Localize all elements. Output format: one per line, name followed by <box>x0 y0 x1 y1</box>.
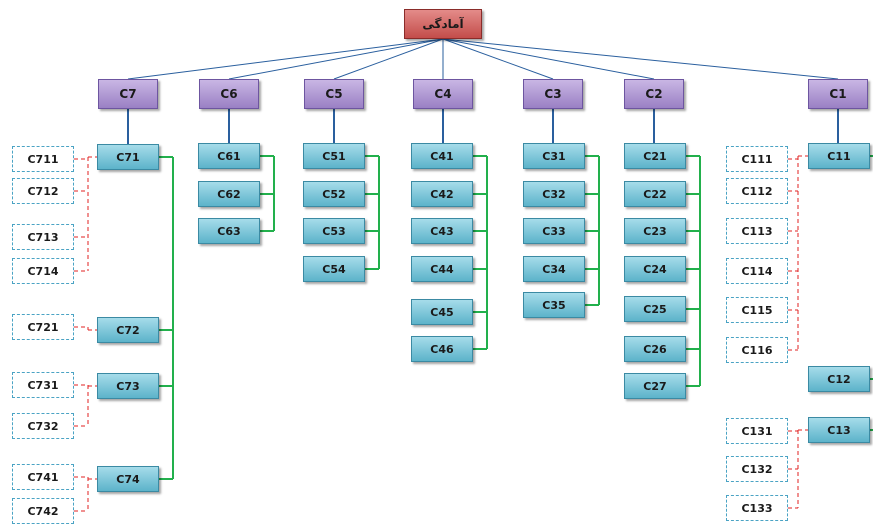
subcriterion-c26: C26 <box>624 336 686 362</box>
connector-line <box>442 38 655 80</box>
subcriterion-c72: C72 <box>97 317 159 343</box>
subcriterion-c63: C63 <box>198 218 260 244</box>
subcriterion-c62: C62 <box>198 181 260 207</box>
subcriterion-c41: C41 <box>411 143 473 169</box>
subcriterion-c73: C73 <box>97 373 159 399</box>
subcriterion-c11: C11 <box>808 143 870 169</box>
category-c1: C1 <box>808 79 868 109</box>
indicator-c731: C731 <box>12 372 74 398</box>
subcriterion-c54: C54 <box>303 256 365 282</box>
subcriterion-c46: C46 <box>411 336 473 362</box>
subcriterion-c25: C25 <box>624 296 686 322</box>
indicator-c132: C132 <box>726 456 788 482</box>
subcriterion-c23: C23 <box>624 218 686 244</box>
indicator-c112: C112 <box>726 178 788 204</box>
category-c6: C6 <box>199 79 259 109</box>
subcriterion-c33: C33 <box>523 218 585 244</box>
connector-line <box>228 38 444 80</box>
subcriterion-c44: C44 <box>411 256 473 282</box>
subcriterion-c71: C71 <box>97 144 159 170</box>
indicator-c111: C111 <box>726 146 788 172</box>
indicator-c131: C131 <box>726 418 788 444</box>
connector-line <box>333 38 444 80</box>
subcriterion-c27: C27 <box>624 373 686 399</box>
connector-line <box>442 38 554 80</box>
subcriterion-c34: C34 <box>523 256 585 282</box>
subcriterion-c45: C45 <box>411 299 473 325</box>
subcriterion-c13: C13 <box>808 417 870 443</box>
category-c3: C3 <box>523 79 583 109</box>
category-c4: C4 <box>413 79 473 109</box>
subcriterion-c21: C21 <box>624 143 686 169</box>
indicator-c714: C714 <box>12 258 74 284</box>
subcriterion-c51: C51 <box>303 143 365 169</box>
subcriterion-c43: C43 <box>411 218 473 244</box>
indicator-c741: C741 <box>12 464 74 490</box>
subcriterion-c22: C22 <box>624 181 686 207</box>
subcriterion-c53: C53 <box>303 218 365 244</box>
indicator-c711: C711 <box>12 146 74 172</box>
indicator-c742: C742 <box>12 498 74 524</box>
subcriterion-c32: C32 <box>523 181 585 207</box>
indicator-c713: C713 <box>12 224 74 250</box>
indicator-c721: C721 <box>12 314 74 340</box>
subcriterion-c74: C74 <box>97 466 159 492</box>
category-c7: C7 <box>98 79 158 109</box>
indicator-c114: C114 <box>726 258 788 284</box>
indicator-c732: C732 <box>12 413 74 439</box>
indicator-c113: C113 <box>726 218 788 244</box>
subcriterion-c24: C24 <box>624 256 686 282</box>
subcriterion-c35: C35 <box>523 292 585 318</box>
subcriterion-c12: C12 <box>808 366 870 392</box>
root-node: آمادگی <box>404 9 482 39</box>
connector-line <box>127 38 444 80</box>
indicator-c712: C712 <box>12 178 74 204</box>
indicator-c133: C133 <box>726 495 788 521</box>
category-c5: C5 <box>304 79 364 109</box>
connector-line <box>442 38 839 80</box>
indicator-c116: C116 <box>726 337 788 363</box>
indicator-c115: C115 <box>726 297 788 323</box>
subcriterion-c52: C52 <box>303 181 365 207</box>
subcriterion-c31: C31 <box>523 143 585 169</box>
subcriterion-c42: C42 <box>411 181 473 207</box>
subcriterion-c61: C61 <box>198 143 260 169</box>
category-c2: C2 <box>624 79 684 109</box>
